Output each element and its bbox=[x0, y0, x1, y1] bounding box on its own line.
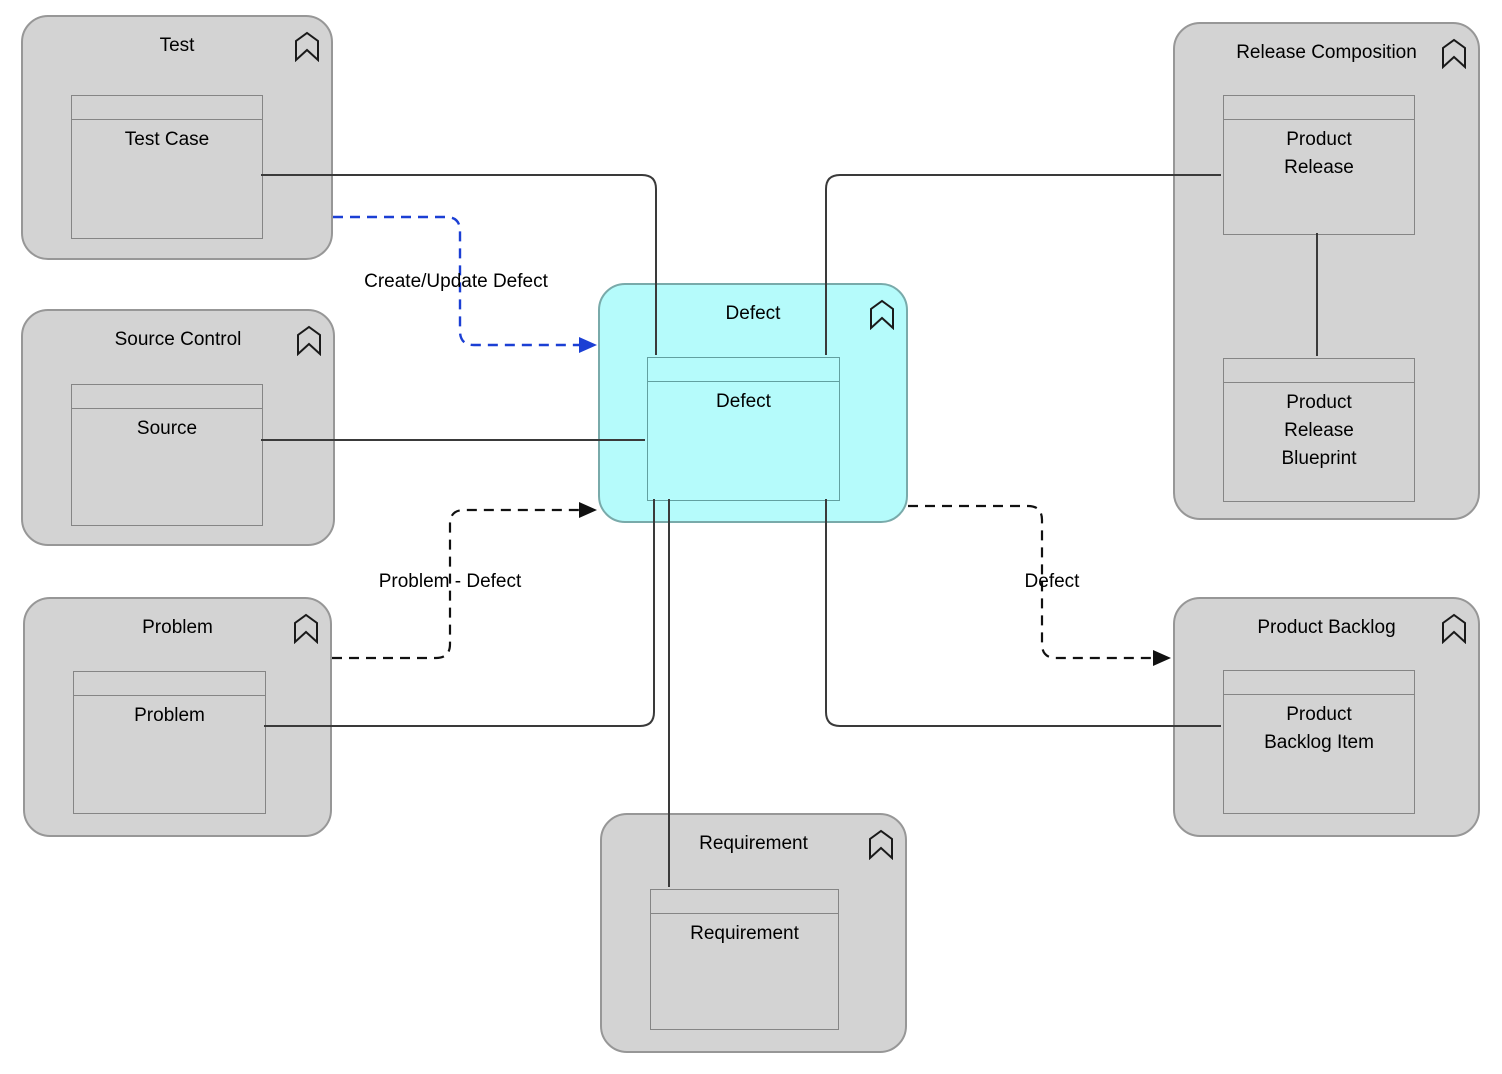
module-title-product-backlog: Product Backlog bbox=[1257, 617, 1396, 638]
arrowhead-defect-productbacklog bbox=[1153, 650, 1171, 666]
flow-label-defect: Defect bbox=[1024, 571, 1080, 592]
conn-defect-productbacklogitem[interactable] bbox=[825, 499, 1221, 727]
module-title-requirement: Requirement bbox=[699, 833, 808, 854]
element-product-release[interactable]: Product Release bbox=[1223, 95, 1415, 235]
element-header bbox=[72, 385, 262, 409]
module-release-composition[interactable]: Release Composition Product Release Prod… bbox=[1173, 22, 1480, 520]
element-label: Defect bbox=[716, 391, 771, 412]
element-product-backlog-item[interactable]: Product Backlog Item bbox=[1223, 670, 1415, 814]
module-product-backlog[interactable]: Product Backlog Product Backlog Item bbox=[1173, 597, 1480, 837]
bookmark-icon bbox=[294, 613, 318, 644]
bookmark-icon bbox=[295, 31, 319, 62]
element-header bbox=[1224, 359, 1414, 383]
element-product-release-blueprint[interactable]: Product Release Blueprint bbox=[1223, 358, 1415, 502]
arrowhead-create-update-defect bbox=[579, 337, 597, 353]
element-requirement[interactable]: Requirement bbox=[650, 889, 839, 1030]
bookmark-icon bbox=[1442, 613, 1466, 644]
element-label: Problem bbox=[134, 705, 205, 726]
element-header bbox=[651, 890, 838, 914]
bookmark-icon bbox=[1442, 38, 1466, 69]
element-label: Requirement bbox=[690, 923, 799, 944]
module-title-source-control: Source Control bbox=[114, 329, 242, 350]
bookmark-icon bbox=[297, 325, 321, 356]
element-header bbox=[1224, 96, 1414, 120]
element-header bbox=[648, 358, 839, 382]
module-test[interactable]: Test Test Case bbox=[21, 15, 333, 260]
module-requirement[interactable]: Requirement Requirement bbox=[600, 813, 907, 1053]
element-defect[interactable]: Defect bbox=[647, 357, 840, 501]
flow-label-problem-defect: Problem - Defect bbox=[378, 571, 522, 592]
element-label: Product Release Blueprint bbox=[1281, 392, 1357, 469]
flow-label-create-update-defect: Create/Update Defect bbox=[364, 271, 548, 292]
arrowhead-problem-defect bbox=[579, 502, 597, 518]
element-source[interactable]: Source bbox=[71, 384, 263, 526]
bookmark-icon bbox=[869, 829, 893, 860]
module-source-control[interactable]: Source Control Source bbox=[21, 309, 335, 546]
element-header bbox=[74, 672, 265, 696]
module-title-release-composition: Release Composition bbox=[1236, 42, 1417, 63]
module-title-test: Test bbox=[159, 35, 195, 56]
element-label: Test Case bbox=[124, 129, 210, 150]
element-problem[interactable]: Problem bbox=[73, 671, 266, 814]
element-label: Product Backlog Item bbox=[1264, 704, 1374, 753]
element-label: Source bbox=[136, 418, 198, 439]
element-header bbox=[72, 96, 262, 120]
bookmark-icon bbox=[870, 299, 894, 330]
module-title-defect: Defect bbox=[725, 303, 781, 324]
module-defect[interactable]: Defect Defect bbox=[598, 283, 908, 523]
element-label: Product Release bbox=[1284, 129, 1354, 178]
module-title-problem: Problem bbox=[142, 617, 213, 638]
element-test-case[interactable]: Test Case bbox=[71, 95, 263, 239]
element-header bbox=[1224, 671, 1414, 695]
module-problem[interactable]: Problem Problem bbox=[23, 597, 332, 837]
